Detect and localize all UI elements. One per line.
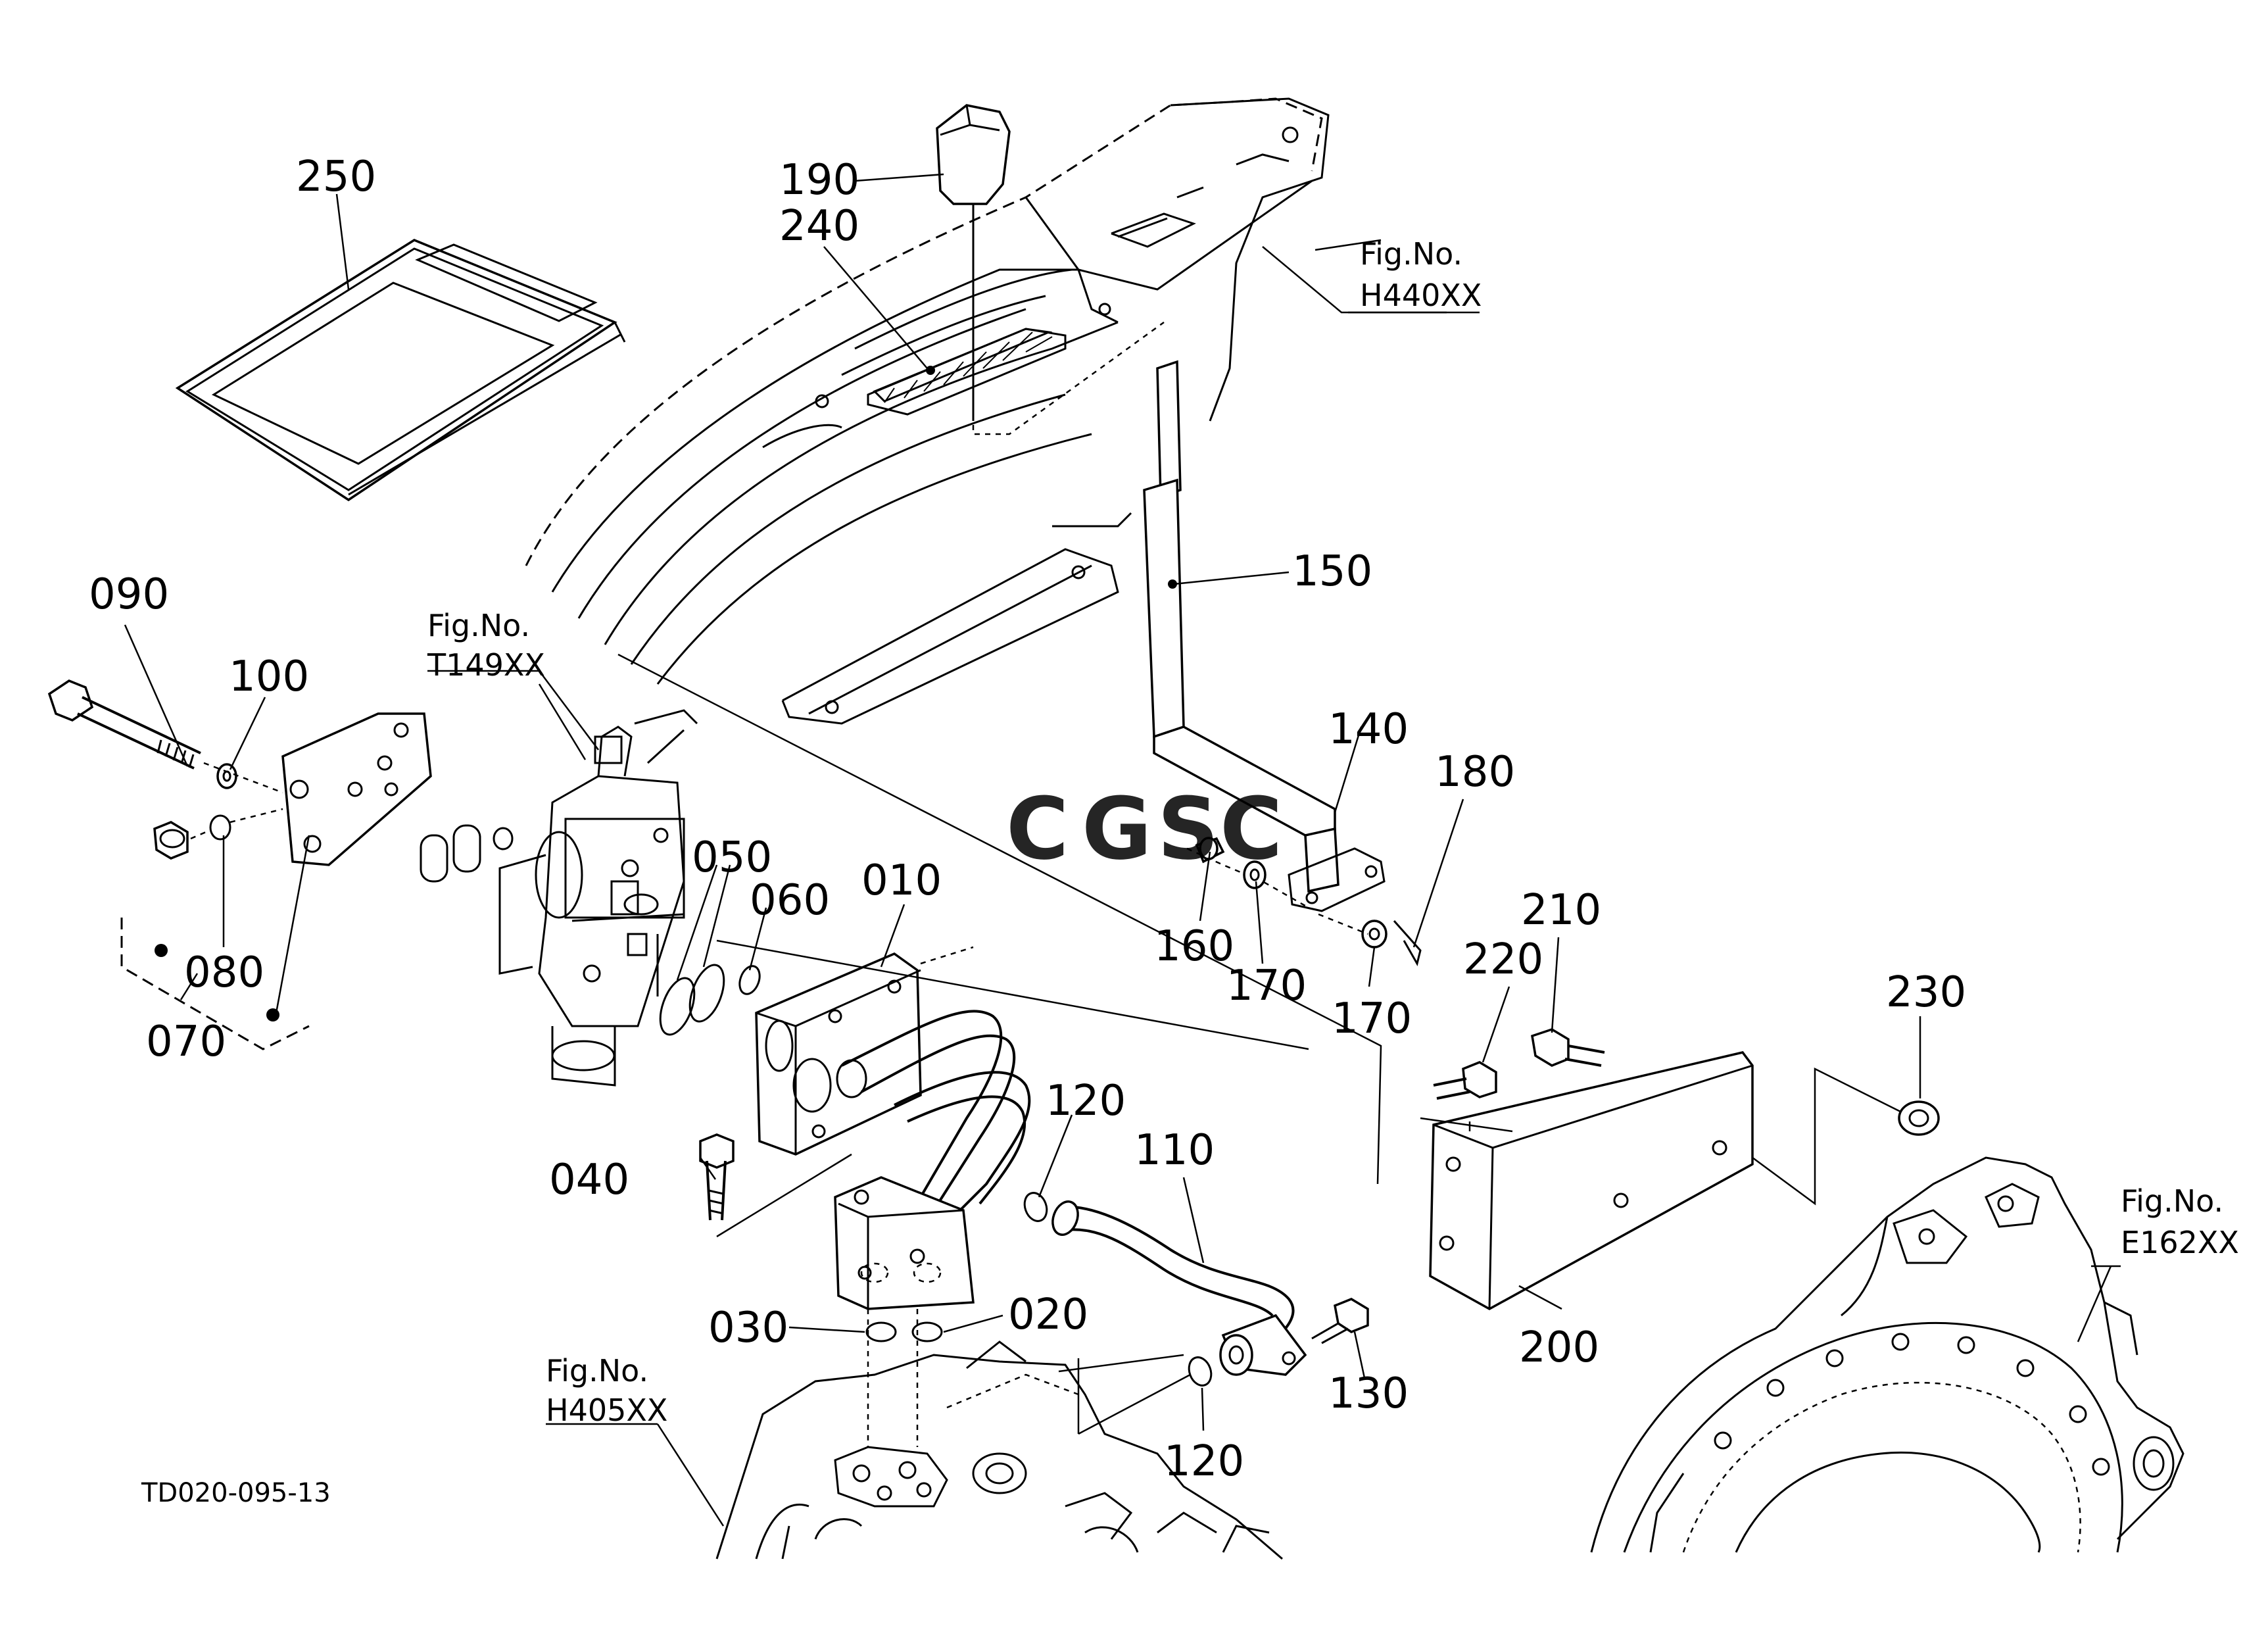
engine-housing-e162-drawing [1590, 1156, 2184, 1553]
part-label-140: 140 [1328, 705, 1409, 754]
part-label-030: 030 [708, 1304, 788, 1352]
part-label-120-b: 120 [1164, 1437, 1244, 1486]
transmission-case-h405-drawing [715, 1340, 1283, 1560]
part-number-labels: 250 190 240 150 090 100 080 070 050 060 … [89, 153, 1966, 1486]
part-label-210: 210 [1521, 886, 1601, 935]
operator-manual-drawing [175, 239, 626, 502]
lever-rod-drawing [1143, 360, 1386, 912]
pipe-block-010-drawing [755, 946, 1031, 1218]
long-bolt-drawing [47, 679, 283, 794]
collar-230-drawing [1752, 1067, 1940, 1206]
part-label-120-a: 120 [1046, 1077, 1126, 1125]
fig-ref-h405-code: H405XX [546, 1392, 667, 1428]
part-label-040: 040 [549, 1156, 629, 1204]
fig-ref-e162-label: Fig.No. [2121, 1183, 2223, 1219]
part-label-190: 190 [779, 156, 859, 205]
part-label-020: 020 [1008, 1291, 1088, 1339]
bolt-040-drawing [699, 1133, 852, 1238]
flange-block-drawing [281, 712, 432, 866]
shift-gate-plate-drawing [867, 328, 1067, 416]
part-label-230: 230 [1886, 968, 1966, 1017]
pipe-110-drawing [1023, 1192, 1369, 1435]
plug-and-oring-drawing [153, 808, 283, 860]
fig-ref-t149-label: Fig.No. [427, 608, 530, 643]
part-label-090: 090 [89, 570, 169, 619]
leader-lines [124, 173, 2121, 1527]
fig-ref-h405-label: Fig.No. [546, 1353, 648, 1389]
part-label-160: 160 [1154, 922, 1234, 971]
fender-cover-drawing [525, 97, 1330, 725]
bolts-210-220-drawing [1420, 1028, 1605, 1133]
part-label-250: 250 [296, 153, 376, 201]
part-label-170-b: 170 [1332, 995, 1412, 1043]
lever-knob-drawing [936, 104, 1165, 435]
fig-ref-e162-code: E162XX [2121, 1225, 2239, 1260]
pin-and-washers-drawing [1195, 837, 1422, 966]
part-label-200: 200 [1519, 1323, 1599, 1372]
part-label-080: 080 [184, 948, 264, 997]
part-label-050: 050 [692, 833, 772, 882]
watermark-letter-g: G [1082, 779, 1152, 879]
watermark-letter-c1: C [1006, 779, 1069, 879]
part-label-150: 150 [1292, 547, 1372, 596]
part-label-100: 100 [229, 652, 309, 701]
watermark-letter-s: S [1157, 779, 1219, 879]
figure-reference-labels: Fig.No. H440XX Fig.No. T149XX Fig.No. H4… [427, 236, 2239, 1428]
part-label-240: 240 [779, 202, 859, 251]
part-label-180: 180 [1435, 748, 1515, 797]
watermark-letter-c2: C [1220, 779, 1282, 879]
orings-050-060-drawing [659, 964, 761, 1036]
part-label-170-a: 170 [1226, 962, 1307, 1010]
part-label-070: 070 [146, 1018, 226, 1066]
orings-030-020-drawing [865, 1309, 943, 1447]
part-label-110: 110 [1134, 1126, 1215, 1175]
part-label-130: 130 [1328, 1369, 1409, 1418]
cgsc-watermark: C G S C [1006, 779, 1282, 879]
pipe-flange-drawing [834, 1176, 975, 1310]
fig-ref-h440-code: H440XX [1360, 278, 1482, 313]
bracket-plate-200-drawing [1429, 1051, 1754, 1310]
control-valve-drawing [420, 709, 698, 1087]
part-label-060: 060 [750, 876, 830, 925]
diagram-code: TD020-095-13 [141, 1478, 331, 1508]
part-label-010: 010 [861, 856, 942, 905]
fig-ref-h440-label: Fig.No. [1360, 236, 1462, 272]
fig-ref-t149-code: T149XX [427, 647, 545, 683]
part-label-220: 220 [1463, 935, 1543, 984]
